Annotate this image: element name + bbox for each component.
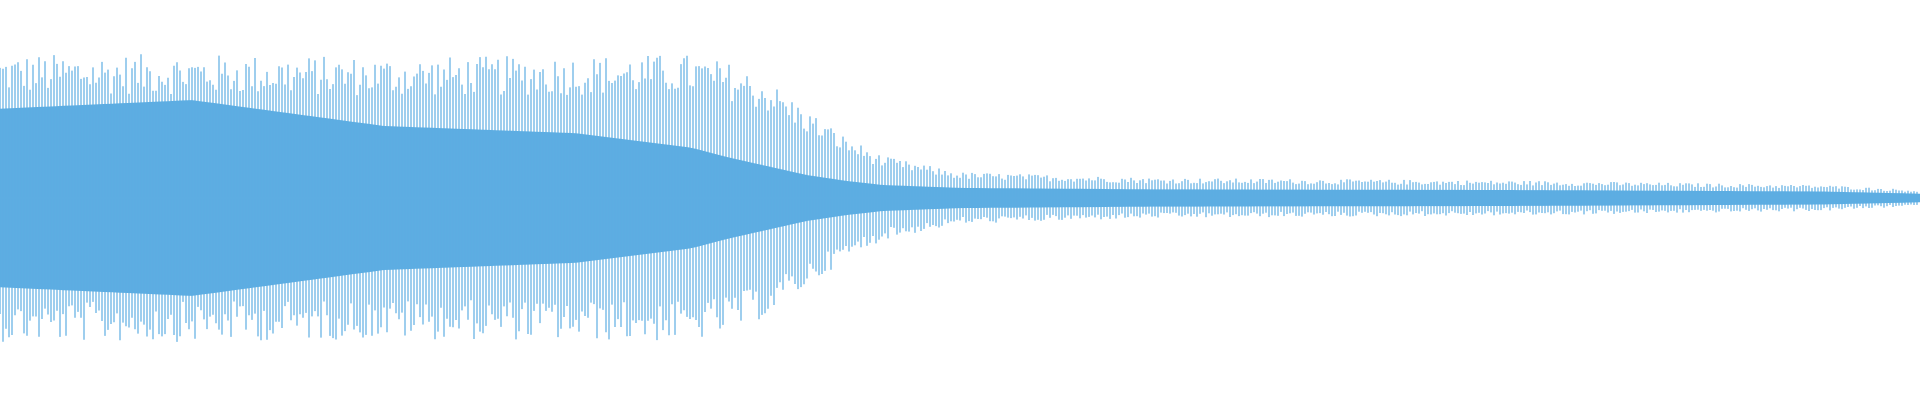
waveform-peaks (0, 54, 1918, 342)
